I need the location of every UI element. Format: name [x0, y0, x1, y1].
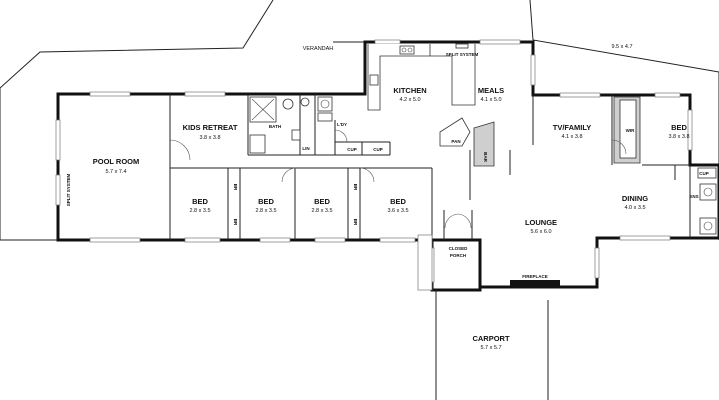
fireplace-label: FIREPLACE	[522, 274, 548, 279]
bath-label: BATH	[269, 124, 281, 129]
linen-label: LIN	[302, 146, 309, 151]
bed3-dims: 2.8 x 3.5	[311, 208, 332, 214]
bar-label: BAR	[483, 152, 488, 162]
kitchen-bench	[367, 43, 476, 111]
closed-porch-label-1: CLOSED	[449, 246, 469, 251]
split-system-side-label: SPLIT SYSTEM	[66, 174, 71, 207]
cupboard-label-1: CUP	[347, 147, 357, 152]
cupboard-label-3: CUP	[699, 171, 709, 176]
dining-name: DINING	[622, 194, 648, 203]
cupboard-label-2: CUP	[373, 147, 383, 152]
tv-family-dims: 4.1 x 3.8	[561, 134, 582, 140]
kitchen-dims: 4.2 x 5.0	[399, 97, 420, 103]
bed1-name: BED	[192, 197, 208, 206]
outdoor-area-dims: 9.5 x 4.7	[611, 44, 632, 50]
tv-family-name: TV/FAMILY	[553, 123, 591, 132]
carport-name: CARPORT	[472, 334, 510, 343]
pool-room-name: POOL ROOM	[93, 157, 140, 166]
bed2-dims: 2.8 x 3.5	[255, 208, 276, 214]
laundry-label: L'DY	[337, 122, 347, 127]
ensuite-label: ENS	[689, 194, 698, 199]
bed4-dims: 3.6 x 3.5	[387, 208, 408, 214]
bed4-name: BED	[390, 197, 406, 206]
closed-porch-label-2: PORCH	[450, 253, 466, 258]
master-bed-name: BED	[671, 123, 687, 132]
wir-label: WIR	[626, 128, 635, 133]
fireplace-hearth	[510, 280, 560, 287]
robe-label-2: BR	[233, 219, 238, 226]
pool-room-dims: 5.7 x 7.4	[105, 169, 126, 175]
exterior-walls	[56, 40, 719, 292]
door-swings	[169, 129, 627, 183]
meals-name: MEALS	[478, 86, 504, 95]
kids-retreat-dims: 3.8 x 3.8	[199, 135, 220, 141]
lounge-name: LOUNGE	[525, 218, 557, 227]
robe-label-3: BR	[353, 184, 358, 191]
lounge-dims: 5.6 x 6.0	[530, 229, 551, 235]
meals-dims: 4.1 x 5.0	[480, 97, 501, 103]
windows	[55, 39, 693, 283]
east-interior-walls	[532, 95, 717, 238]
robe-label-1: BR	[233, 184, 238, 191]
kids-retreat-name: KIDS RETREAT	[183, 123, 238, 132]
bed2-name: BED	[258, 197, 274, 206]
closed-porch	[417, 210, 473, 291]
interior-walls	[169, 94, 433, 240]
dining-dims: 4.0 x 3.5	[624, 205, 645, 211]
kitchen-name: KITCHEN	[393, 86, 426, 95]
bed1-dims: 2.8 x 3.5	[189, 208, 210, 214]
bath-fixtures	[249, 96, 333, 154]
carport-dims: 5.7 x 5.7	[480, 345, 501, 351]
bed3-name: BED	[314, 197, 330, 206]
verandah-label: VERANDAH	[303, 46, 334, 52]
split-system-label: SPLIT SYSTEM	[446, 52, 479, 57]
pantry-bar	[439, 117, 511, 200]
master-bed-dims: 3.8 x 3.8	[668, 134, 689, 140]
pantry-label: PAN	[451, 139, 460, 144]
robe-label-4: BR	[353, 219, 358, 226]
